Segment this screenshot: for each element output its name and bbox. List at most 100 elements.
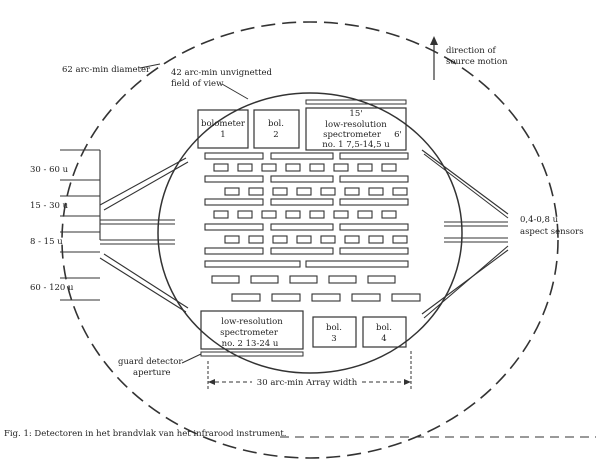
bol-2-box bbox=[253, 109, 300, 149]
motion-arrow-icon bbox=[430, 36, 438, 45]
spectrometer-1-slit-length: 15' bbox=[349, 109, 362, 119]
bol-3-number: 3 bbox=[331, 334, 336, 344]
detector-element bbox=[270, 247, 334, 255]
figure-caption: Fig. 1: Detectoren in het brandvlak van … bbox=[4, 429, 287, 439]
detector-element bbox=[250, 275, 279, 284]
detector-element bbox=[333, 163, 349, 172]
detector-element bbox=[270, 152, 334, 160]
bol-4-number: 4 bbox=[381, 334, 386, 344]
detector-element bbox=[351, 293, 381, 302]
inner-field-circle bbox=[157, 92, 463, 374]
detector-element bbox=[248, 235, 264, 244]
guard-label-line1: guard detector bbox=[118, 357, 183, 367]
detector-element bbox=[261, 210, 277, 219]
detector-element bbox=[224, 235, 240, 244]
detector-element bbox=[381, 163, 397, 172]
guide-line bbox=[421, 249, 509, 315]
band-8-15-label: 8 - 15 u bbox=[30, 237, 63, 247]
guide-line bbox=[99, 157, 187, 206]
fov-label-line2: field of view bbox=[171, 79, 224, 89]
detector-element bbox=[344, 187, 360, 196]
array-width-arrow-right-icon bbox=[404, 379, 411, 385]
detector-element bbox=[237, 210, 253, 219]
outer-field-circle bbox=[61, 21, 559, 459]
detector-element bbox=[368, 187, 384, 196]
bol-2-number: 2 bbox=[273, 130, 278, 140]
detector-element bbox=[320, 187, 336, 196]
detector-element bbox=[272, 235, 288, 244]
detector-element bbox=[357, 163, 373, 172]
guide-line bbox=[103, 253, 189, 309]
detector-element bbox=[339, 152, 409, 160]
detector-element bbox=[339, 198, 409, 206]
detector-element bbox=[309, 163, 325, 172]
spectrometer-1-label-line3: no. 1 7,5-14,5 u bbox=[322, 140, 390, 150]
detector-element bbox=[213, 163, 229, 172]
spectrometer-2-box bbox=[200, 310, 304, 350]
detector-element bbox=[237, 163, 253, 172]
detector-array bbox=[204, 152, 421, 302]
fov-leader bbox=[221, 83, 249, 100]
fov-label-line1: 42 arc-min unvignetted bbox=[171, 68, 273, 78]
guide-line bbox=[421, 149, 509, 215]
detector-element bbox=[231, 293, 261, 302]
detector-element bbox=[270, 223, 334, 231]
detector-element bbox=[296, 235, 312, 244]
guide-line bbox=[99, 257, 187, 313]
band-30-60-label: 30 - 60 u bbox=[30, 165, 69, 175]
guide-line bbox=[423, 245, 509, 319]
bolometer-1-box bbox=[197, 109, 249, 149]
bol-4-box bbox=[362, 316, 407, 348]
spectrometer-2-label-line1: low-resolution bbox=[221, 317, 283, 327]
detector-element bbox=[392, 235, 408, 244]
guide-line bbox=[103, 161, 189, 211]
spectrometer-2-label-line3: no. 2 13-24 u bbox=[222, 339, 279, 349]
outer-diameter-label: 62 arc-min diameter bbox=[62, 65, 151, 75]
detector-element bbox=[381, 210, 397, 219]
detector-element bbox=[305, 260, 409, 268]
aspect-label-line2: aspect sensors bbox=[520, 227, 584, 237]
detector-element bbox=[391, 293, 421, 302]
detector-element bbox=[204, 152, 264, 160]
detector-element bbox=[367, 275, 396, 284]
bol-3-box bbox=[312, 316, 357, 348]
spectrometer-1-slit bbox=[305, 99, 407, 105]
detector-element bbox=[204, 247, 264, 255]
detector-element bbox=[204, 260, 301, 268]
spectrometer-1-label-line2: spectrometer bbox=[323, 130, 382, 140]
array-width-arrow-left-icon bbox=[208, 379, 215, 385]
left-light-guides bbox=[60, 149, 189, 313]
band-60-120-label: 60 - 120 u bbox=[30, 283, 74, 293]
spectrometer-1-box bbox=[305, 107, 407, 151]
detector-element bbox=[311, 293, 341, 302]
detector-element bbox=[270, 175, 334, 183]
bol-3-label: bol. bbox=[326, 323, 342, 333]
detector-element bbox=[357, 210, 373, 219]
motion-label-line2: source motion bbox=[446, 57, 508, 67]
bolometer-1-label: bolometer bbox=[201, 119, 246, 129]
array-width-label: 30 arc-min Array width bbox=[257, 378, 358, 388]
detector-element bbox=[270, 198, 334, 206]
detector-element bbox=[285, 163, 301, 172]
detector-element bbox=[333, 210, 349, 219]
motion-label-line1: direction of bbox=[446, 46, 497, 56]
detector-element bbox=[204, 175, 264, 183]
detector-element bbox=[296, 187, 312, 196]
detector-element bbox=[289, 275, 318, 284]
detector-element bbox=[392, 187, 408, 196]
detector-element bbox=[339, 247, 409, 255]
detector-element bbox=[204, 198, 264, 206]
detector-element bbox=[368, 235, 384, 244]
spectrometer-1-slit-width: 6' bbox=[394, 130, 402, 140]
bol-4-label: bol. bbox=[376, 323, 392, 333]
diameter-leader bbox=[139, 63, 161, 69]
detector-element bbox=[344, 235, 360, 244]
detector-element bbox=[309, 210, 325, 219]
detector-element bbox=[204, 223, 264, 231]
detector-element bbox=[339, 175, 409, 183]
detector-element bbox=[213, 210, 229, 219]
aspect-sensor-guides bbox=[421, 149, 509, 319]
detector-element bbox=[224, 187, 240, 196]
guard-label-line2: aperture bbox=[133, 368, 171, 378]
